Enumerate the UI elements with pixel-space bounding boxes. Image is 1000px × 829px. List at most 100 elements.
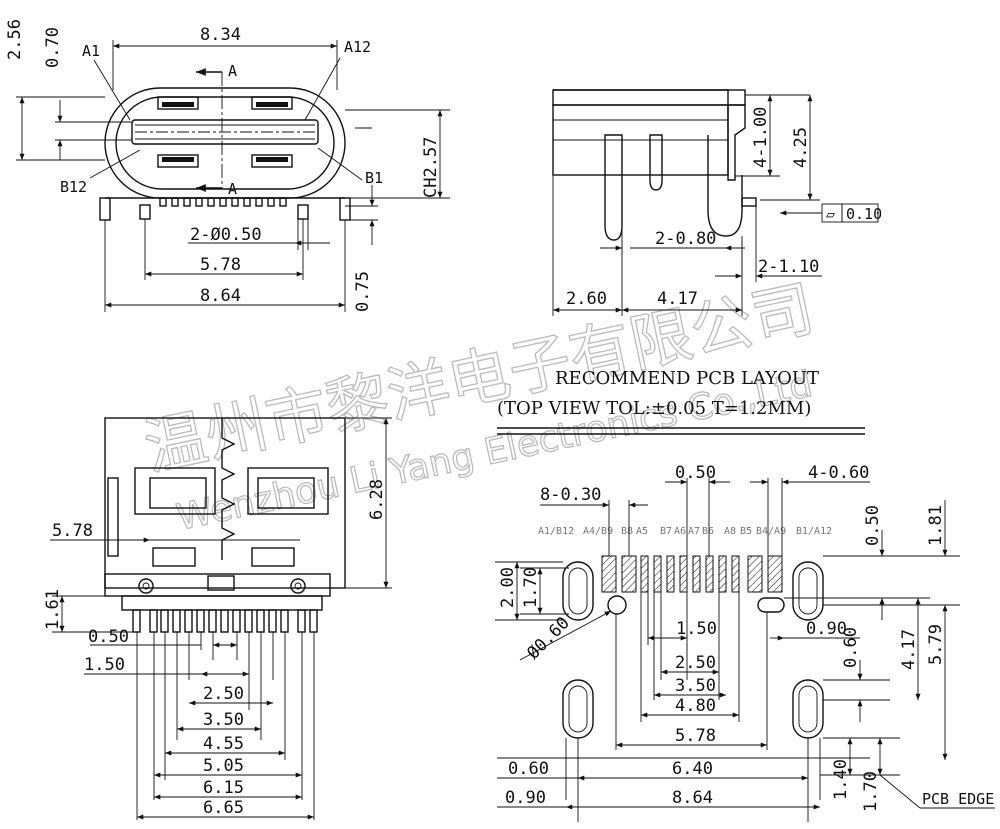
- dim-pad-big: 4-0.60: [808, 463, 869, 483]
- dim-pad-width: 8-0.30: [540, 485, 601, 505]
- top-body: [104, 417, 346, 589]
- dim-side-h1: 4-1.00: [751, 107, 771, 168]
- top-pin-row: [132, 609, 318, 633]
- dim-hole-dia: 2-Ø0.50: [190, 225, 262, 245]
- dim-pcb-top: 0.50: [863, 505, 883, 546]
- dim-top-615: 6.15: [203, 778, 244, 798]
- dim-len1: 2.60: [566, 289, 607, 309]
- dim-8-34: 8.34: [200, 25, 241, 45]
- shell-outer: [104, 87, 346, 199]
- pin-label: B5: [740, 526, 752, 537]
- dim-top-150: 1.50: [84, 655, 125, 675]
- side-view: 4-1.00 4.25 ▱ 0.10 2-0.80 2-1.10 2.60 4.…: [552, 89, 882, 316]
- dim-top-665: 6.65: [203, 798, 244, 818]
- dim-top-width: 5.78: [52, 521, 93, 541]
- dim-pcb-140: 1.40: [831, 759, 851, 800]
- dim-top-height: 6.28: [367, 479, 387, 520]
- dim-pcb-170: 1.70: [861, 771, 881, 812]
- dim-slot-h: 2.00: [498, 567, 518, 608]
- dim-pcb-864: 8.64: [672, 788, 713, 808]
- front-pin-row: [159, 197, 287, 207]
- pcb-hole-left: [607, 595, 627, 615]
- dim-len2: 4.17: [657, 289, 698, 309]
- dim-top-250: 2.50: [203, 684, 244, 704]
- contact-top-right: [251, 96, 293, 110]
- pin-label: B7: [660, 526, 672, 537]
- pin-label: A8: [724, 526, 736, 537]
- peg-left: [139, 204, 151, 220]
- flatness-value: 0.10: [846, 205, 882, 223]
- pcb-edge-label: PCB EDGE: [922, 790, 994, 808]
- pin-label: A7: [688, 526, 700, 537]
- side-pin-3: [707, 135, 743, 237]
- dim-top-pitch: 0.50: [88, 627, 129, 647]
- front-view: A A A1 A12 B12 B1 8.34: [5, 19, 450, 312]
- dim-ch-2-57: CH2.57: [421, 137, 441, 198]
- dim-side-h2: 4.25: [791, 127, 811, 168]
- section-label-top: A: [228, 62, 237, 80]
- label-b1: B1: [365, 169, 383, 187]
- pcb-title: RECOMMEND PCB LAYOUT: [555, 368, 819, 389]
- dim-pcb-060b: 0.60: [508, 759, 549, 779]
- pcb-bottom-dims: 1.50 0.90 2.50 3.50 4.80 5.78 0.60 6.40 …: [497, 592, 995, 822]
- slot-top-left: [562, 561, 594, 621]
- dim-pcb-640: 6.40: [672, 759, 713, 779]
- peg-right: [297, 204, 309, 220]
- dim-pcb-pitch: 0.50: [675, 463, 716, 483]
- pcb-pin-labels: A1/B12 A4/B9 B8 A5 B7 A6 A7 B6 A8 B5 B4/…: [538, 526, 832, 537]
- pcb-hole-right: [757, 597, 785, 613]
- section-label-bottom: A: [228, 180, 237, 198]
- side-pin-2: [649, 134, 663, 191]
- shell-inner: [115, 96, 335, 190]
- contact-top-left: [157, 96, 199, 110]
- pcb-layout: RECOMMEND PCB LAYOUT (TOP VIEW TOL:±0.05…: [495, 368, 995, 822]
- leg-left: [99, 197, 111, 221]
- pcb-subtitle: (TOP VIEW TOL:±0.05 T=1.2MM): [497, 398, 811, 419]
- dim-pcb-350: 3.50: [675, 676, 716, 696]
- dim-pcb-060: 0.60: [841, 627, 861, 668]
- dim-top-455: 4.55: [203, 734, 244, 754]
- slot-bottom-left: [562, 679, 594, 739]
- dim-8-64: 8.64: [200, 286, 241, 306]
- dim-pcb-579: 5.79: [926, 624, 946, 665]
- pin-label: B4/A9: [756, 526, 786, 537]
- dim-pcb-150: 1.50: [676, 619, 717, 639]
- pin-label: B1/A12: [796, 526, 832, 537]
- label-a1: A1: [82, 42, 100, 60]
- dim-pcb-250: 2.50: [675, 653, 716, 673]
- slot-bottom-right: [792, 679, 824, 739]
- dim-top-505: 5.05: [203, 756, 244, 776]
- tongue: [131, 119, 319, 145]
- pin-label: B6: [702, 526, 714, 537]
- label-b12: B12: [60, 178, 87, 196]
- dim-pcb-hole: Ø0.60: [523, 613, 573, 663]
- dim-0-70: 0.70: [43, 27, 63, 68]
- dim-5-78: 5.78: [200, 255, 241, 275]
- dim-top-350: 3.50: [203, 710, 244, 730]
- pin-label: A5: [636, 526, 648, 537]
- flatness-symbol: ▱: [826, 205, 835, 223]
- dim-slot-h2: 1.70: [521, 567, 541, 608]
- contact-bottom-left: [157, 154, 199, 168]
- dim-pcb-480: 4.80: [675, 696, 716, 716]
- side-pin-1: [604, 134, 623, 241]
- dim-pcb-417: 4.17: [899, 629, 919, 670]
- dim-top-offset: 1.61: [43, 589, 63, 630]
- dim-pcb-578: 5.78: [675, 726, 716, 746]
- pin-label: A4/B9: [583, 526, 613, 537]
- dim-pcb-181: 1.81: [926, 505, 946, 546]
- leg-right: [339, 197, 351, 221]
- pcb-pads: [601, 555, 783, 593]
- contact-bottom-right: [251, 154, 293, 168]
- slot-top-right: [792, 561, 824, 621]
- dim-0-75: 0.75: [353, 271, 373, 312]
- label-a12: A12: [344, 38, 371, 56]
- top-bottom-dims: 0.50 1.50 2.50 3.50 4.55 5.05 6.15 6.65: [84, 627, 315, 820]
- dim-pcb-090: 0.90: [806, 619, 847, 639]
- pin-label: B8: [621, 526, 633, 537]
- dim-pin-w1: 2-0.80: [655, 229, 716, 249]
- dim-2-56: 2.56: [5, 19, 25, 60]
- pin-label: A1/B12: [538, 526, 574, 537]
